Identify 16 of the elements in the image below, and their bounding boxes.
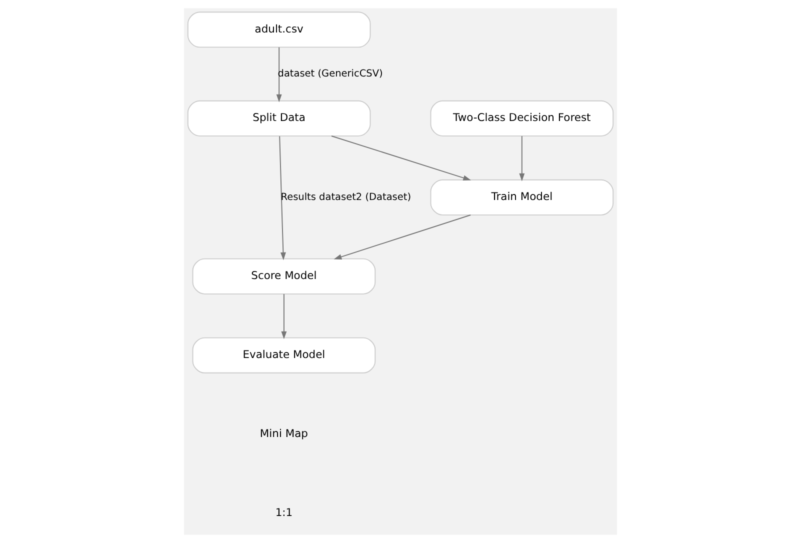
arrow [518,136,524,182]
node-box: Two-Class Decision Forest [430,100,614,136]
arrow [330,136,471,180]
node-box: Score Model [192,258,376,294]
node-box: adult.csv [186,12,370,48]
label: 1:1 [274,506,292,520]
node-box: Train Model [430,179,614,216]
arrow [333,214,471,260]
arrow [276,46,282,102]
edge-label: dataset (GenericCSV) [277,68,382,80]
label: Mini Map [259,427,308,440]
arrow [280,294,286,340]
node-box: Evaluate Model [192,337,376,374]
edge-label: Results dataset2 (Dataset) [280,192,411,203]
arrow [278,136,286,260]
node-box: Split Data [186,100,370,136]
